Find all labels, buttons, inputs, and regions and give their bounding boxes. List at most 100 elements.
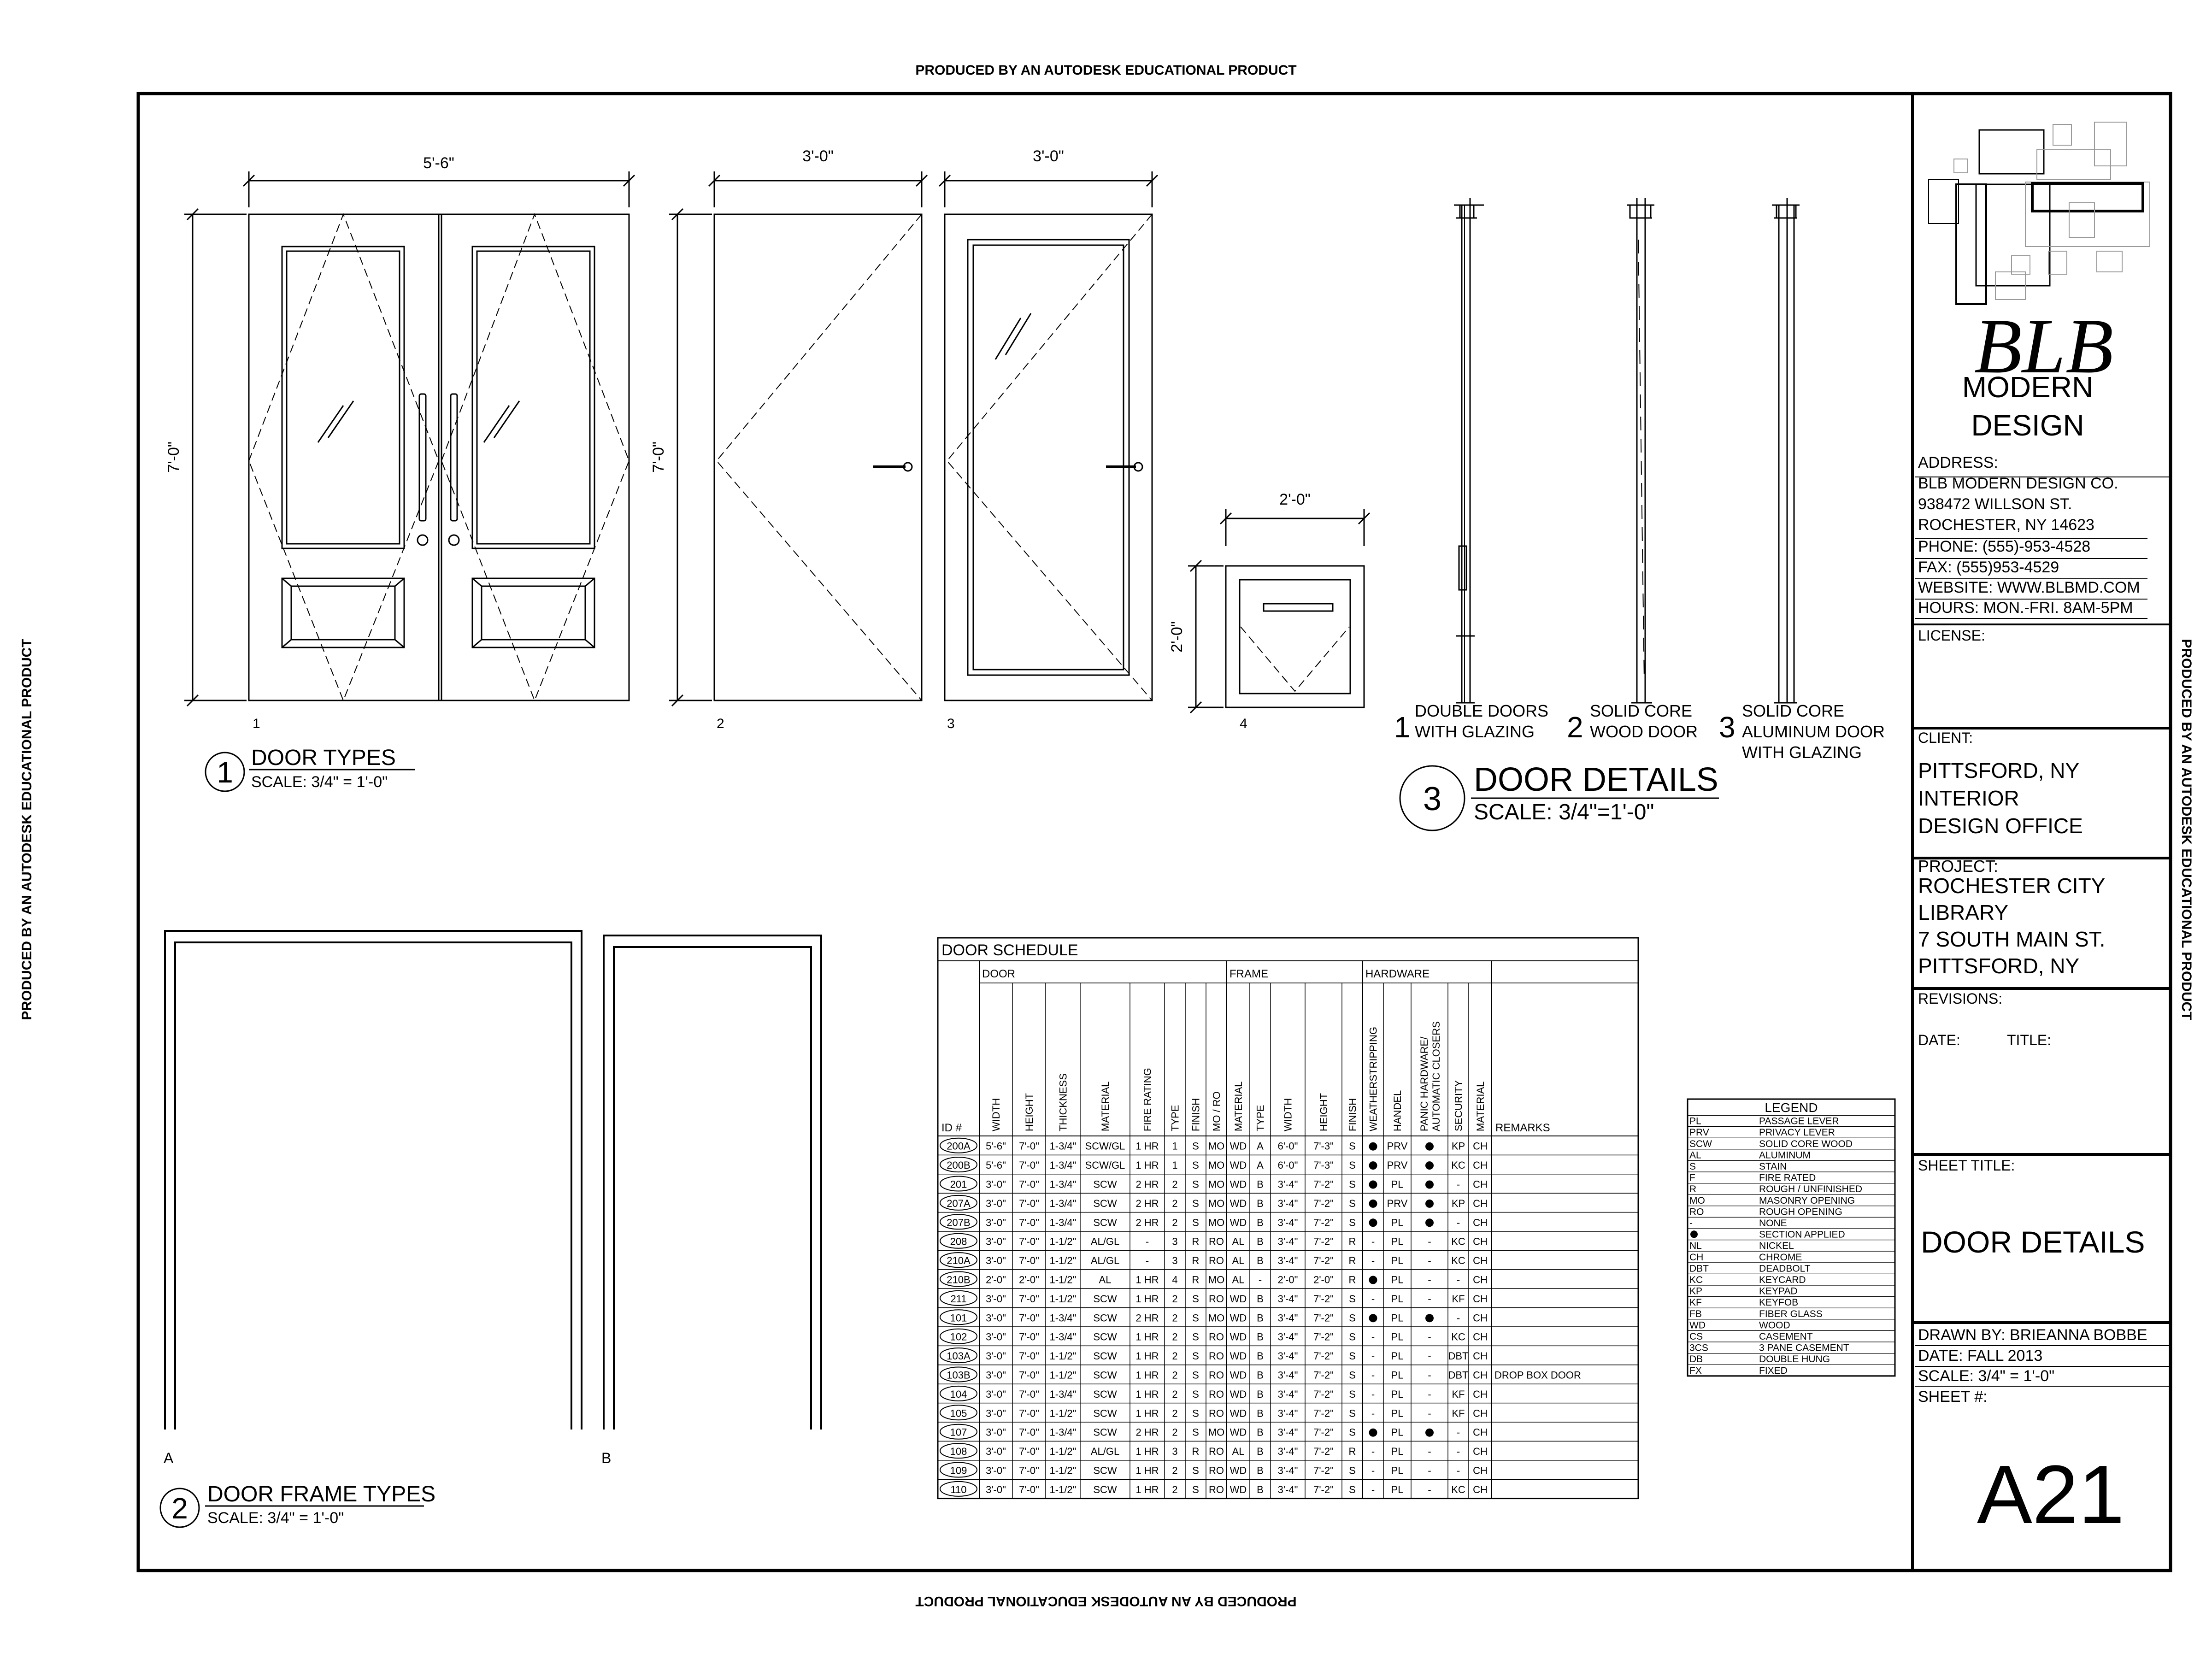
scale: SCALE: 3/4" = 1'-0"	[1918, 1367, 2054, 1385]
schedule-cell: PL	[1391, 1312, 1404, 1324]
schedule-cell: KF	[1452, 1407, 1465, 1419]
schedule-cell: S	[1349, 1198, 1356, 1209]
schedule-cell: -	[1457, 1179, 1460, 1190]
schedule-cell: 1-3/4"	[1050, 1427, 1077, 1438]
svg-text:3CS: 3CS	[1689, 1343, 1708, 1353]
schedule-cell: -	[1146, 1236, 1149, 1247]
schedule-cell: RO	[1209, 1331, 1224, 1343]
schedule-cell: 7'-2"	[1313, 1217, 1334, 1228]
logo-text: BLB	[1974, 303, 2113, 389]
schedule-cell: CH	[1473, 1388, 1488, 1400]
schedule-cell: WD	[1230, 1350, 1247, 1362]
schedule-cell: CH	[1473, 1217, 1488, 1228]
schedule-cell: 3'-0"	[986, 1370, 1006, 1381]
schedule-cell: B	[1257, 1427, 1264, 1438]
schedule-cell: PL	[1391, 1331, 1404, 1343]
door-types-group	[184, 171, 1371, 714]
schedule-cell: 7'-2"	[1313, 1427, 1334, 1438]
schedule-cell: AL	[1232, 1255, 1245, 1266]
schedule-cell: -	[1428, 1350, 1431, 1362]
schedule-cell: 7'-0"	[1019, 1159, 1039, 1171]
svg-text:PRIVACY LEVER: PRIVACY LEVER	[1759, 1127, 1835, 1138]
schedule-cell: SCW	[1093, 1465, 1117, 1477]
schedule-cell: 2	[1172, 1407, 1177, 1419]
dim-door4-height: 2'-0"	[1168, 621, 1186, 653]
schedule-cell: -	[1371, 1293, 1375, 1305]
schedule-cell: MO	[1208, 1179, 1224, 1190]
schedule-cell: CH	[1473, 1484, 1488, 1495]
schedule-column-header: HEIGHT	[1024, 1093, 1035, 1131]
schedule-title: DOOR SCHEDULE	[941, 941, 1078, 959]
sheet-number-label: SHEET #:	[1918, 1388, 1988, 1406]
schedule-cell: 1 HR	[1135, 1350, 1159, 1362]
schedule-cell: 2'-0"	[1278, 1274, 1298, 1286]
schedule-cell: B	[1257, 1331, 1264, 1343]
schedule-cell: S	[1192, 1217, 1199, 1228]
schedule-cell: 7'-0"	[1019, 1217, 1039, 1228]
schedule-cell: 105	[950, 1407, 967, 1419]
schedule-cell: B	[1257, 1446, 1264, 1457]
section-applied-dot	[1369, 1161, 1377, 1170]
schedule-cell: 7'-0"	[1019, 1331, 1039, 1343]
schedule-cell: 1 HR	[1135, 1141, 1159, 1152]
schedule-group-header: DOOR	[982, 968, 1015, 980]
schedule-cell: B	[1257, 1407, 1264, 1419]
schedule-cell: 3	[1172, 1446, 1177, 1457]
schedule-cell: PL	[1391, 1388, 1404, 1400]
door-tag: 2	[717, 716, 724, 731]
schedule-cell: CH	[1473, 1446, 1488, 1457]
section-applied-dot	[1369, 1314, 1377, 1323]
schedule-cell: -	[1428, 1407, 1431, 1419]
door-details-sections	[1454, 198, 1800, 704]
schedule-cell: A	[1257, 1141, 1264, 1152]
schedule-cell: CH	[1473, 1427, 1488, 1438]
schedule-cell: 2	[1172, 1370, 1177, 1381]
dim-door3-width: 3'-0"	[1033, 147, 1064, 165]
schedule-column-header: SECURITY	[1453, 1080, 1465, 1131]
schedule-cell: RO	[1209, 1407, 1224, 1419]
schedule-cell: 4	[1172, 1274, 1177, 1286]
schedule-cell: 7'-3"	[1313, 1141, 1334, 1152]
schedule-cell: SCW	[1093, 1293, 1117, 1305]
schedule-cell: 3	[1172, 1236, 1177, 1247]
schedule-cell: -	[1371, 1388, 1375, 1400]
schedule-cell: R	[1192, 1255, 1200, 1266]
svg-text:3: 3	[1423, 781, 1441, 818]
schedule-cell: S	[1192, 1388, 1199, 1400]
drawn-by: DRAWN BY: BRIEANNA BOBBE	[1918, 1326, 2147, 1344]
schedule-cell: CH	[1473, 1293, 1488, 1305]
svg-text:DEADBOLT: DEADBOLT	[1759, 1263, 1811, 1274]
svg-text:RO: RO	[1689, 1206, 1704, 1217]
schedule-cell: 103B	[947, 1370, 970, 1381]
schedule-cell: RO	[1209, 1484, 1224, 1495]
schedule-cell: 1 HR	[1135, 1331, 1159, 1343]
schedule-cell: -	[1457, 1465, 1460, 1477]
schedule-cell: 1-3/4"	[1050, 1159, 1077, 1171]
schedule-cell: S	[1349, 1427, 1356, 1438]
schedule-cell: 1-3/4"	[1050, 1179, 1077, 1190]
schedule-cell: 2'-0"	[986, 1274, 1006, 1286]
door-tag: 4	[1240, 716, 1247, 731]
schedule-cell: SCW	[1093, 1427, 1117, 1438]
schedule-cell: 1-1/2"	[1050, 1274, 1077, 1286]
schedule-cell: 200A	[947, 1141, 971, 1152]
schedule-cell: 1 HR	[1135, 1159, 1159, 1171]
frame-types-group	[164, 930, 822, 1430]
schedule-cell: S	[1192, 1179, 1199, 1190]
schedule-cell: RO	[1209, 1388, 1224, 1400]
schedule-cell: S	[1192, 1484, 1199, 1495]
schedule-cell: S	[1192, 1293, 1199, 1305]
